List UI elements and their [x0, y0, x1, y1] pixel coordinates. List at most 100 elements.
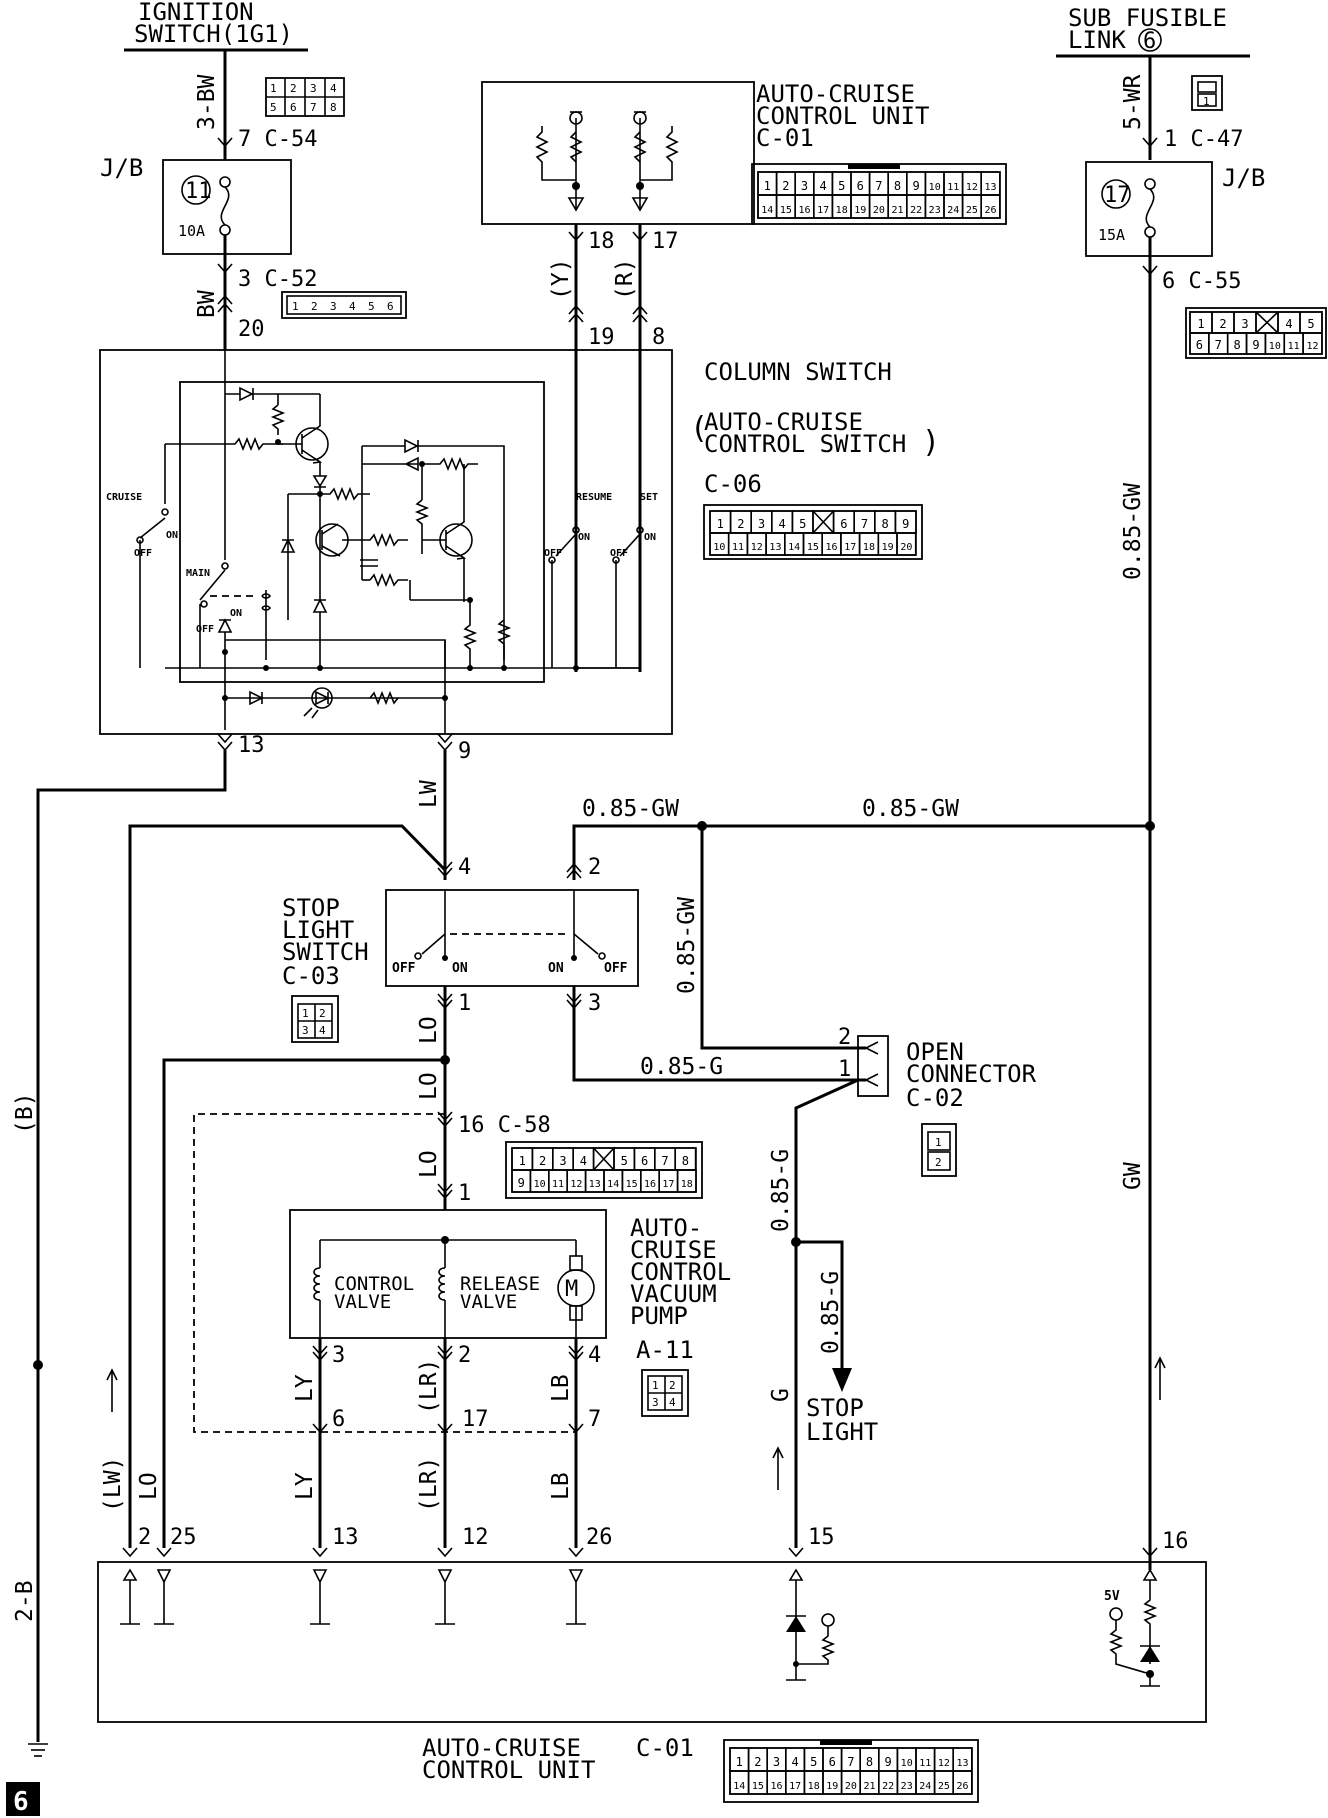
connector-pin-number: 5 [799, 517, 806, 531]
sub-fusible-number: 6 [1143, 29, 1156, 54]
connector-pin-number: 26 [956, 1781, 968, 1792]
pin-2b: 2 [458, 1343, 471, 1368]
svg-text:OFF: OFF [604, 961, 628, 976]
connector-pin-number: 3 [758, 517, 765, 531]
connector-mark [217, 294, 233, 313]
svg-text:2: 2 [290, 82, 297, 95]
connector-pin-number: 17 [817, 205, 829, 216]
stop-light-switch-label-1: STOP [282, 894, 340, 922]
fuse-17-symbol [1144, 178, 1156, 238]
svg-text:OFF: OFF [544, 548, 562, 559]
c58-pin-label: 16 C-58 [458, 1113, 551, 1138]
stop-light-label-2: LIGHT [806, 1418, 878, 1446]
wire-bw-label: BW [194, 290, 220, 318]
splice-point [33, 1360, 43, 1370]
pin-9: 9 [458, 739, 471, 764]
open-conn-label-1: OPEN [906, 1038, 964, 1066]
wire-y-label: (Y) [548, 258, 574, 300]
connector-pin-number: 4 [580, 1154, 587, 1168]
connector-mark [437, 733, 453, 752]
connector-pin-number: 17 [789, 1781, 801, 1792]
wire-g085 [572, 986, 866, 1082]
connector-pin-number: 8 [866, 1755, 873, 1769]
dashed-option-wire [193, 1113, 576, 1433]
svg-text:RESUME: RESUME [576, 492, 612, 503]
stop-light-switch-label-2: LIGHT [282, 916, 354, 944]
svg-text:OFF: OFF [134, 548, 152, 559]
connector-pin-number: 20 [900, 542, 912, 553]
connector-pin-number: 25 [938, 1781, 950, 1792]
connector-pin-number: 5 [838, 179, 845, 193]
wire-lo-label-1: LO [416, 1016, 442, 1044]
connector-pin-number: 12 [966, 182, 978, 193]
pin-6: 6 [332, 1407, 345, 1432]
wire-g085-label-2: 0.85-G [768, 1149, 794, 1232]
wire-lw-p-label: (LW) [100, 1457, 126, 1512]
pump-label-2: CRUISE [630, 1236, 717, 1264]
connector-pin-number: 11 [947, 182, 959, 193]
wire-g-label: G [768, 1388, 794, 1402]
connector-pin-number: 12 [570, 1179, 582, 1190]
svg-text:ON: ON [230, 608, 242, 619]
pump-label-5: PUMP [630, 1302, 688, 1330]
connector-pin-number: 7 [661, 1154, 668, 1168]
svg-text:3: 3 [330, 300, 337, 313]
pin-2: 2 [588, 855, 601, 880]
connector-pin-number: 4 [1285, 317, 1292, 331]
svg-text:1: 1 [292, 300, 299, 313]
connector-pin-number: 2 [1219, 317, 1226, 331]
connector-cell [952, 1770, 973, 1795]
svg-text:OFF: OFF [610, 548, 628, 559]
stop-light-switch-contacts: OFF ON ON OFF [392, 890, 628, 976]
connector-pin-number: 19 [826, 1781, 838, 1792]
wire-b-label: (B) [12, 1092, 38, 1134]
c47-connector-face: 1 [1191, 75, 1223, 111]
svg-text:2: 2 [669, 1379, 676, 1392]
connector-blank-cell [812, 510, 835, 534]
arrow-up-icon [772, 1446, 784, 1490]
acs-label-2: CONTROL SWITCH [704, 430, 906, 458]
connector-pin-number: 11 [732, 542, 744, 553]
connector-pin-number: 6 [1196, 338, 1203, 352]
sub-fusible-label-2: LINK [1068, 26, 1126, 54]
pump-label-1: AUTO- [630, 1214, 702, 1242]
connector-pin-number: 8 [894, 179, 901, 193]
connector-pin-number: 2 [737, 517, 744, 531]
pin-16: 16 [1162, 1529, 1189, 1554]
wire-to-stoplight [796, 1240, 844, 1372]
connector-pin-number: 12 [938, 1758, 950, 1769]
control-valve-label-2: VALVE [334, 1291, 391, 1313]
fuse-17-circle [1101, 179, 1131, 209]
connector-pin-number: 23 [929, 205, 941, 216]
acs-label-1: AUTO-CRUISE [704, 408, 863, 436]
connector-mark [437, 1183, 453, 1200]
connector-pin-number: 10 [1269, 341, 1281, 352]
connector-cell [980, 194, 1001, 219]
release-valve-label-2: VALVE [460, 1291, 517, 1313]
connector-pin-number: 15 [780, 205, 792, 216]
connector-pin-number: 4 [778, 517, 785, 531]
stop-light-switch-box [385, 889, 639, 987]
wire-lw-label: LW [416, 780, 442, 808]
pin-4b: 4 [588, 1343, 601, 1368]
stop-light-switch-label-3: SWITCH [282, 938, 369, 966]
connector-blank-cell [1255, 311, 1279, 334]
connector-mark [437, 993, 453, 1010]
connector-pin-number: 8 [682, 1154, 689, 1168]
connector-pin-number: 5 [1307, 317, 1314, 331]
connector-mark [568, 304, 648, 323]
connector-pin-number: 9 [1252, 338, 1259, 352]
fuse-11-symbol [219, 176, 231, 236]
connector-pin-number: 26 [984, 205, 996, 216]
wire-lb-label-2: LB [548, 1472, 574, 1500]
pin-19: 19 [588, 325, 615, 350]
svg-text:ON: ON [578, 532, 590, 543]
control-valve-label-1: CONTROL [334, 1273, 414, 1295]
svg-text:5: 5 [270, 101, 277, 114]
acu-bottom-label-1: AUTO-CRUISE [422, 1734, 581, 1762]
wire-lo-label-2: LO [416, 1072, 442, 1100]
jb-left-box [162, 159, 292, 255]
sub-fusible-num-circle [1138, 28, 1162, 52]
connector-pin-number: 22 [910, 205, 922, 216]
